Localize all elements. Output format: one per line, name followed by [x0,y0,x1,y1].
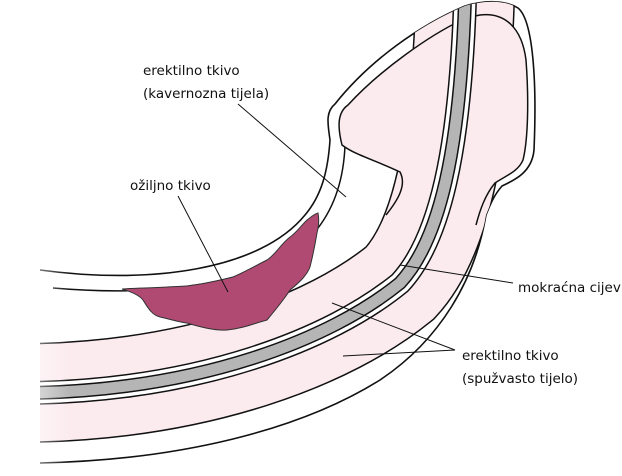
leader-spongiosum-1 [331,302,456,351]
leader-spongiosum-2 [342,349,456,357]
glans-outline [338,13,529,226]
urethra [40,1,477,405]
label-spongiosum-subtitle: (spužvasto tijelo) [462,371,578,387]
label-urethra: mokraćna cijev [518,280,621,296]
label-cavernosa-title: erektilno tkivo [143,63,240,79]
glans [339,14,528,250]
leader-cavernosa [237,103,347,198]
leader-urethra [399,264,514,284]
label-spongiosum-title: erektilno tkivo [462,348,559,364]
label-scar: ožiljno tkivo [130,178,211,194]
label-cavernosa-subtitle: (kavernozna tijela) [143,86,269,102]
leader-scar [177,195,229,293]
left-fade [0,250,70,476]
